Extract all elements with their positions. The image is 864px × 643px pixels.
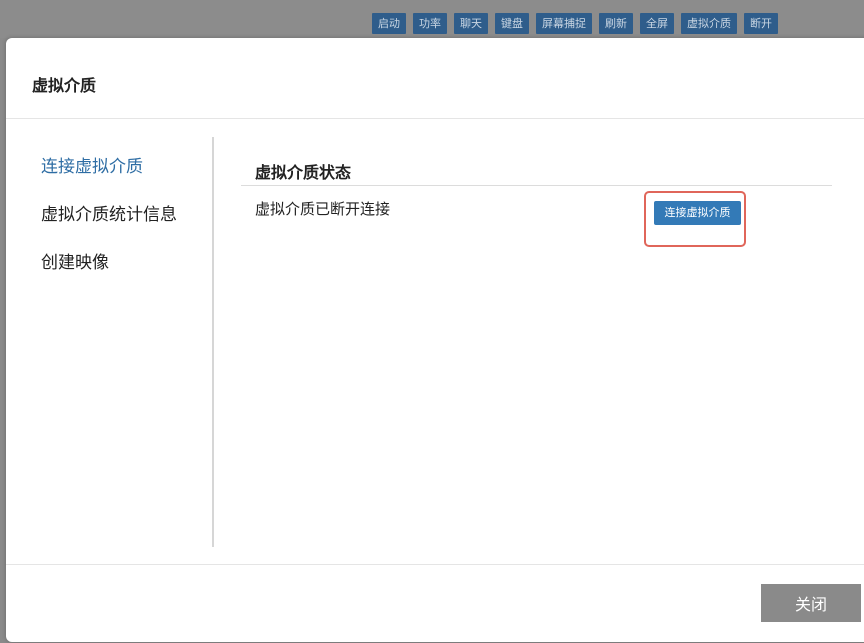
toolbar-start-button[interactable]: 启动	[372, 13, 406, 34]
connect-button-highlight	[644, 191, 746, 247]
toolbar-keyboard-button[interactable]: 键盘	[495, 13, 529, 34]
toolbar-screen-capture-button[interactable]: 屏幕捕捉	[536, 13, 592, 34]
nav-item-create-image[interactable]: 创建映像	[41, 253, 109, 273]
nav-item-virtual-media-stats[interactable]: 虚拟介质统计信息	[41, 205, 177, 225]
dialog-header: 虚拟介质	[6, 38, 864, 119]
toolbar-chat-button[interactable]: 聊天	[454, 13, 488, 34]
toolbar-refresh-button[interactable]: 刷新	[599, 13, 633, 34]
dialog-footer: 关闭	[6, 564, 864, 643]
toolbar-power-button[interactable]: 功率	[413, 13, 447, 34]
section-title: 虚拟介质状态	[255, 163, 352, 182]
connect-virtual-media-button[interactable]: 连接虚拟介质	[654, 201, 741, 225]
close-button[interactable]: 关闭	[761, 584, 861, 622]
toolbar-virtual-media-button[interactable]: 虚拟介质	[681, 13, 737, 34]
side-nav: 连接虚拟介质 虚拟介质统计信息 创建映像	[6, 137, 214, 547]
nav-item-connect-virtual-media[interactable]: 连接虚拟介质	[41, 157, 143, 177]
dialog-title: 虚拟介质	[32, 76, 97, 95]
connection-status: 虚拟介质已断开连接	[255, 200, 391, 218]
toolbar-fullscreen-button[interactable]: 全屏	[640, 13, 674, 34]
top-toolbar: 启动 功率 聊天 键盘 屏幕捕捉 刷新 全屏 虚拟介质 断开	[0, 0, 864, 38]
toolbar-disconnect-button[interactable]: 断开	[744, 13, 778, 34]
toolbar-buttons: 启动 功率 聊天 键盘 屏幕捕捉 刷新 全屏 虚拟介质 断开	[372, 13, 778, 34]
section-divider	[241, 185, 832, 186]
virtual-media-dialog: 虚拟介质 连接虚拟介质 虚拟介质统计信息 创建映像 虚拟介质状态 虚拟介质已断开…	[6, 38, 864, 642]
